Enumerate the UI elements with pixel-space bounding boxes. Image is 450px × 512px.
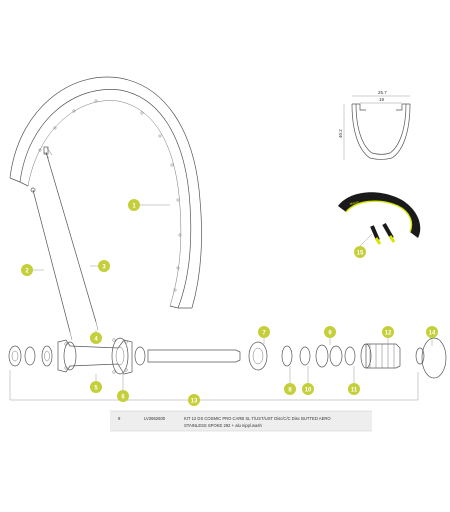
svg-text:8: 8 — [288, 388, 292, 394]
callout-5: 5 — [90, 381, 102, 393]
dim-height: 40.2 — [338, 129, 343, 138]
callout-1: 1 — [128, 199, 140, 211]
spoke-left — [30, 187, 71, 333]
callout-leaders — [33, 204, 433, 400]
dim-outer-width: 25.7 — [378, 90, 387, 95]
table-description-line2: STAINLESS SPOKE 292 + alu nippl.wash — [184, 423, 262, 428]
svg-text:14: 14 — [429, 331, 436, 337]
svg-text:5: 5 — [94, 386, 98, 392]
callout-6: 6 — [117, 390, 129, 402]
svg-text:2: 2 — [25, 269, 29, 275]
callout-4: 4 — [90, 332, 102, 344]
callout-7: 7 — [258, 326, 270, 338]
hub-assembly — [8, 321, 447, 401]
callout-2: 2 — [21, 264, 33, 276]
spoke-right — [43, 146, 97, 323]
svg-text:1: 1 — [132, 204, 136, 210]
svg-text:7: 7 — [262, 331, 266, 337]
callout-12: 12 — [382, 326, 394, 338]
callout-14: 14 — [426, 326, 438, 338]
callout-15: 15 — [354, 246, 366, 258]
svg-text:11: 11 — [351, 388, 358, 394]
svg-text:9: 9 — [328, 331, 332, 337]
svg-text:10: 10 — [305, 388, 312, 394]
svg-text:12: 12 — [385, 331, 392, 337]
dim-inner-width: 19 — [379, 97, 385, 102]
svg-text:6: 6 — [121, 395, 125, 401]
callout-11: 11 — [348, 383, 360, 395]
callout-13: 13 — [188, 394, 200, 406]
svg-text:15: 15 — [357, 251, 364, 257]
rim — [9, 76, 202, 309]
parts-table — [110, 410, 372, 432]
svg-text:MAVIC: MAVIC — [349, 200, 360, 206]
svg-text:13: 13 — [191, 399, 198, 405]
callout-8: 8 — [284, 383, 296, 395]
table-code: LV3662600 — [144, 416, 166, 421]
tire-section: MAVIC — [338, 192, 421, 245]
svg-text:4: 4 — [94, 337, 98, 343]
table-ref: 9 — [118, 416, 121, 421]
svg-text:3: 3 — [102, 265, 106, 271]
callout-3: 3 — [98, 260, 110, 272]
callout-10: 10 — [302, 383, 314, 395]
callout-9: 9 — [324, 326, 336, 338]
table-description-line1: KIT 12 DS COSMIC PRO CARB SL T/UST/UST D… — [184, 416, 331, 421]
rim-profile-section — [343, 95, 411, 160]
